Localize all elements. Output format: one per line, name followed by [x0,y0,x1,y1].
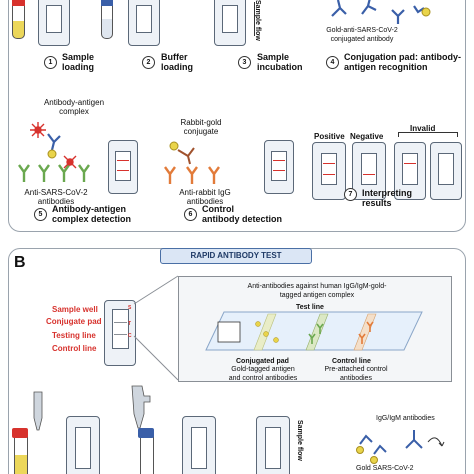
invalid-label: Invalid [410,124,436,133]
zoom-connector [133,275,179,381]
tube-red-bottom [14,432,28,474]
igg-antibodies [356,430,445,464]
positive-label: Positive [314,132,345,141]
step-5-label: Antibody-antigen complex detection [52,204,132,224]
tube-cap-red [12,0,25,6]
cassette-b-1 [66,416,100,474]
gold-sars-bottom-label: Gold SARS-CoV-2 [356,465,414,472]
cassette-step2 [128,0,160,46]
cassette-b-main [104,300,136,366]
letter-t: T [128,321,132,327]
step-2-number: 2 [142,56,155,69]
anti-rabbit-label: Anti-rabbit IgG antibodies [179,188,231,206]
step-2-label: Buffer loading [161,52,193,72]
step-4-label: Conjugation pad: antibody- antigen recog… [344,52,461,72]
complex-label: Antibody-antigen complex [43,98,105,116]
step-1-number: 1 [44,56,57,69]
step-3-number: 3 [238,56,251,69]
cassette-step1 [38,0,70,46]
igg-igm-label: IgG/IgM antibodies [376,415,435,422]
result-invalid-2 [430,142,462,200]
anti-antibodies-label: Anti-antibodies against human IgG/IgM-go… [247,283,387,299]
letter-s: S [128,305,132,311]
test-line-label: Test line [296,304,324,311]
step-1-label: Sample loading [62,52,95,72]
part-conjugate-pad: Conjugate pad [46,317,102,326]
step-3-label: Sample incubation [257,52,303,72]
panel-b-title: RAPID ANTIBODY TEST [160,248,312,264]
cassette-step3 [214,0,246,46]
conjugated-pad-desc: Gold-tagged antigen and control antibodi… [228,366,298,382]
step-4-number: 4 [326,56,339,69]
step-6-label: Control antibody detection [202,204,283,224]
pipette-2 [131,385,151,429]
part-control-line: Control line [52,344,97,353]
panel-b-letter: B [14,254,26,271]
gold-conjugate-label: Gold-anti-SARS-CoV-2 conjugated antibody [326,27,398,43]
antibody-antigen-complex [18,122,90,182]
control-antibodies [164,141,220,184]
step-6-number: 6 [184,208,197,221]
panel-a [8,0,466,232]
step-7-label: Interpreting results [362,188,413,208]
control-line-label: Control line [332,358,371,365]
tube-cap-blue [101,0,113,6]
tube-blue-bottom [140,432,154,474]
part-sample-well: Sample well [52,305,98,314]
step-7-number: 7 [344,188,357,201]
result-invalid-1 [394,142,426,200]
invalid-bracket [398,132,458,137]
sample-tube [12,0,25,39]
buffer-tube [101,0,113,39]
sample-flow-label-b: Sample flow [296,420,303,461]
letter-c: C [128,333,132,339]
cassette-b-2 [182,416,216,474]
cassette-b-3 [256,416,290,474]
result-negative [352,142,386,200]
control-line-desc: Pre-attached control antibodies [324,366,388,382]
strip-illustration [205,311,423,351]
rabbit-label: Rabbit-gold conjugate [180,118,222,136]
part-testing-line: Testing line [52,331,96,340]
conjugated-pad-label: Conjugated pad [236,358,289,365]
cassette-step6 [264,140,294,194]
tube-blue-cap [138,428,154,438]
anti-sars-label: Anti-SARS-CoV-2 antibodies [24,188,88,206]
cassette-step5 [108,140,138,194]
gold-antibodies [331,0,431,24]
step-5-number: 5 [34,208,47,221]
pipette-1 [33,391,43,431]
result-positive [312,142,346,200]
negative-label: Negative [350,132,384,141]
flow-arrow-a [254,2,255,36]
tube-red-cap [12,428,28,438]
